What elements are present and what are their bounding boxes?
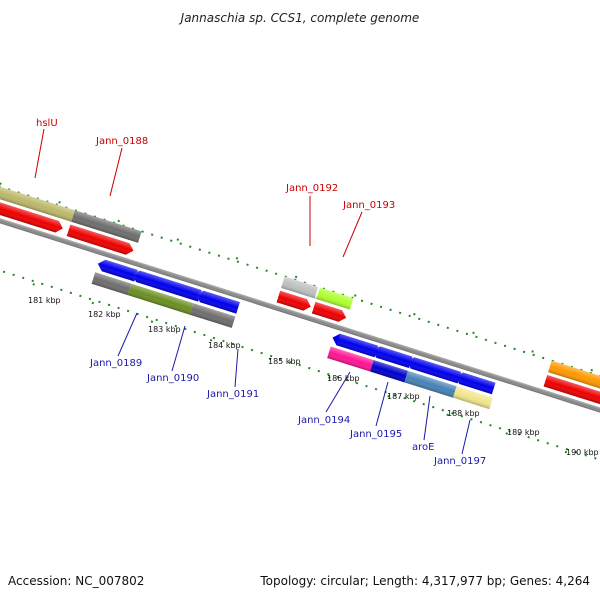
label-Jann_0192: Jann_0192: [285, 183, 338, 194]
label-Jann_0197: Jann_0197: [433, 456, 486, 467]
top-gene-labels: hslU Jann_0188 Jann_0192 Jann_0193: [36, 118, 395, 211]
scale-label: 182 kbp: [88, 310, 121, 319]
scale-label: 190 kbp: [566, 448, 599, 457]
scale-label: 187 kbp: [387, 392, 420, 401]
label-Jann_0191: Jann_0191: [206, 389, 259, 400]
scale-label: 189 kbp: [507, 428, 540, 437]
label-Jann_0194: Jann_0194: [297, 415, 350, 426]
label-Jann_0193: Jann_0193: [342, 200, 395, 211]
scale-label: 183 kbp: [148, 325, 181, 334]
label-Jann_0190: Jann_0190: [146, 373, 199, 384]
scale-label: 186 kbp: [327, 374, 360, 383]
scale-labels: 181 kbp 182 kbp 183 kbp 184 kbp 185 kbp …: [28, 296, 599, 457]
lower-tick-track: [0, 261, 600, 468]
bottom-gene-labels: Jann_0189 Jann_0190 Jann_0191 Jann_0194 …: [89, 358, 486, 467]
accession-text: Accession: NC_007802: [8, 574, 145, 588]
map-title: Jannaschia sp. CCS1, complete genome: [180, 11, 420, 25]
reverse-strand-features: [91, 259, 496, 410]
forward-strand-features: [0, 183, 600, 411]
label-aroE: aroE: [412, 442, 434, 453]
scale-label: 188 kbp: [447, 409, 480, 418]
scale-label: 181 kbp: [28, 296, 61, 305]
label-Jann_0189: Jann_0189: [89, 358, 142, 369]
map-strip: [0, 182, 600, 468]
label-hslU: hslU: [36, 118, 58, 129]
label-Jann_0188: Jann_0188: [95, 136, 148, 147]
scale-label: 185 kbp: [268, 357, 301, 366]
scale-label: 184 kbp: [208, 341, 241, 350]
genome-summary-text: Topology: circular; Length: 4,317,977 bp…: [260, 574, 590, 588]
label-leaders: [34, 128, 471, 455]
label-Jann_0195: Jann_0195: [349, 429, 402, 440]
